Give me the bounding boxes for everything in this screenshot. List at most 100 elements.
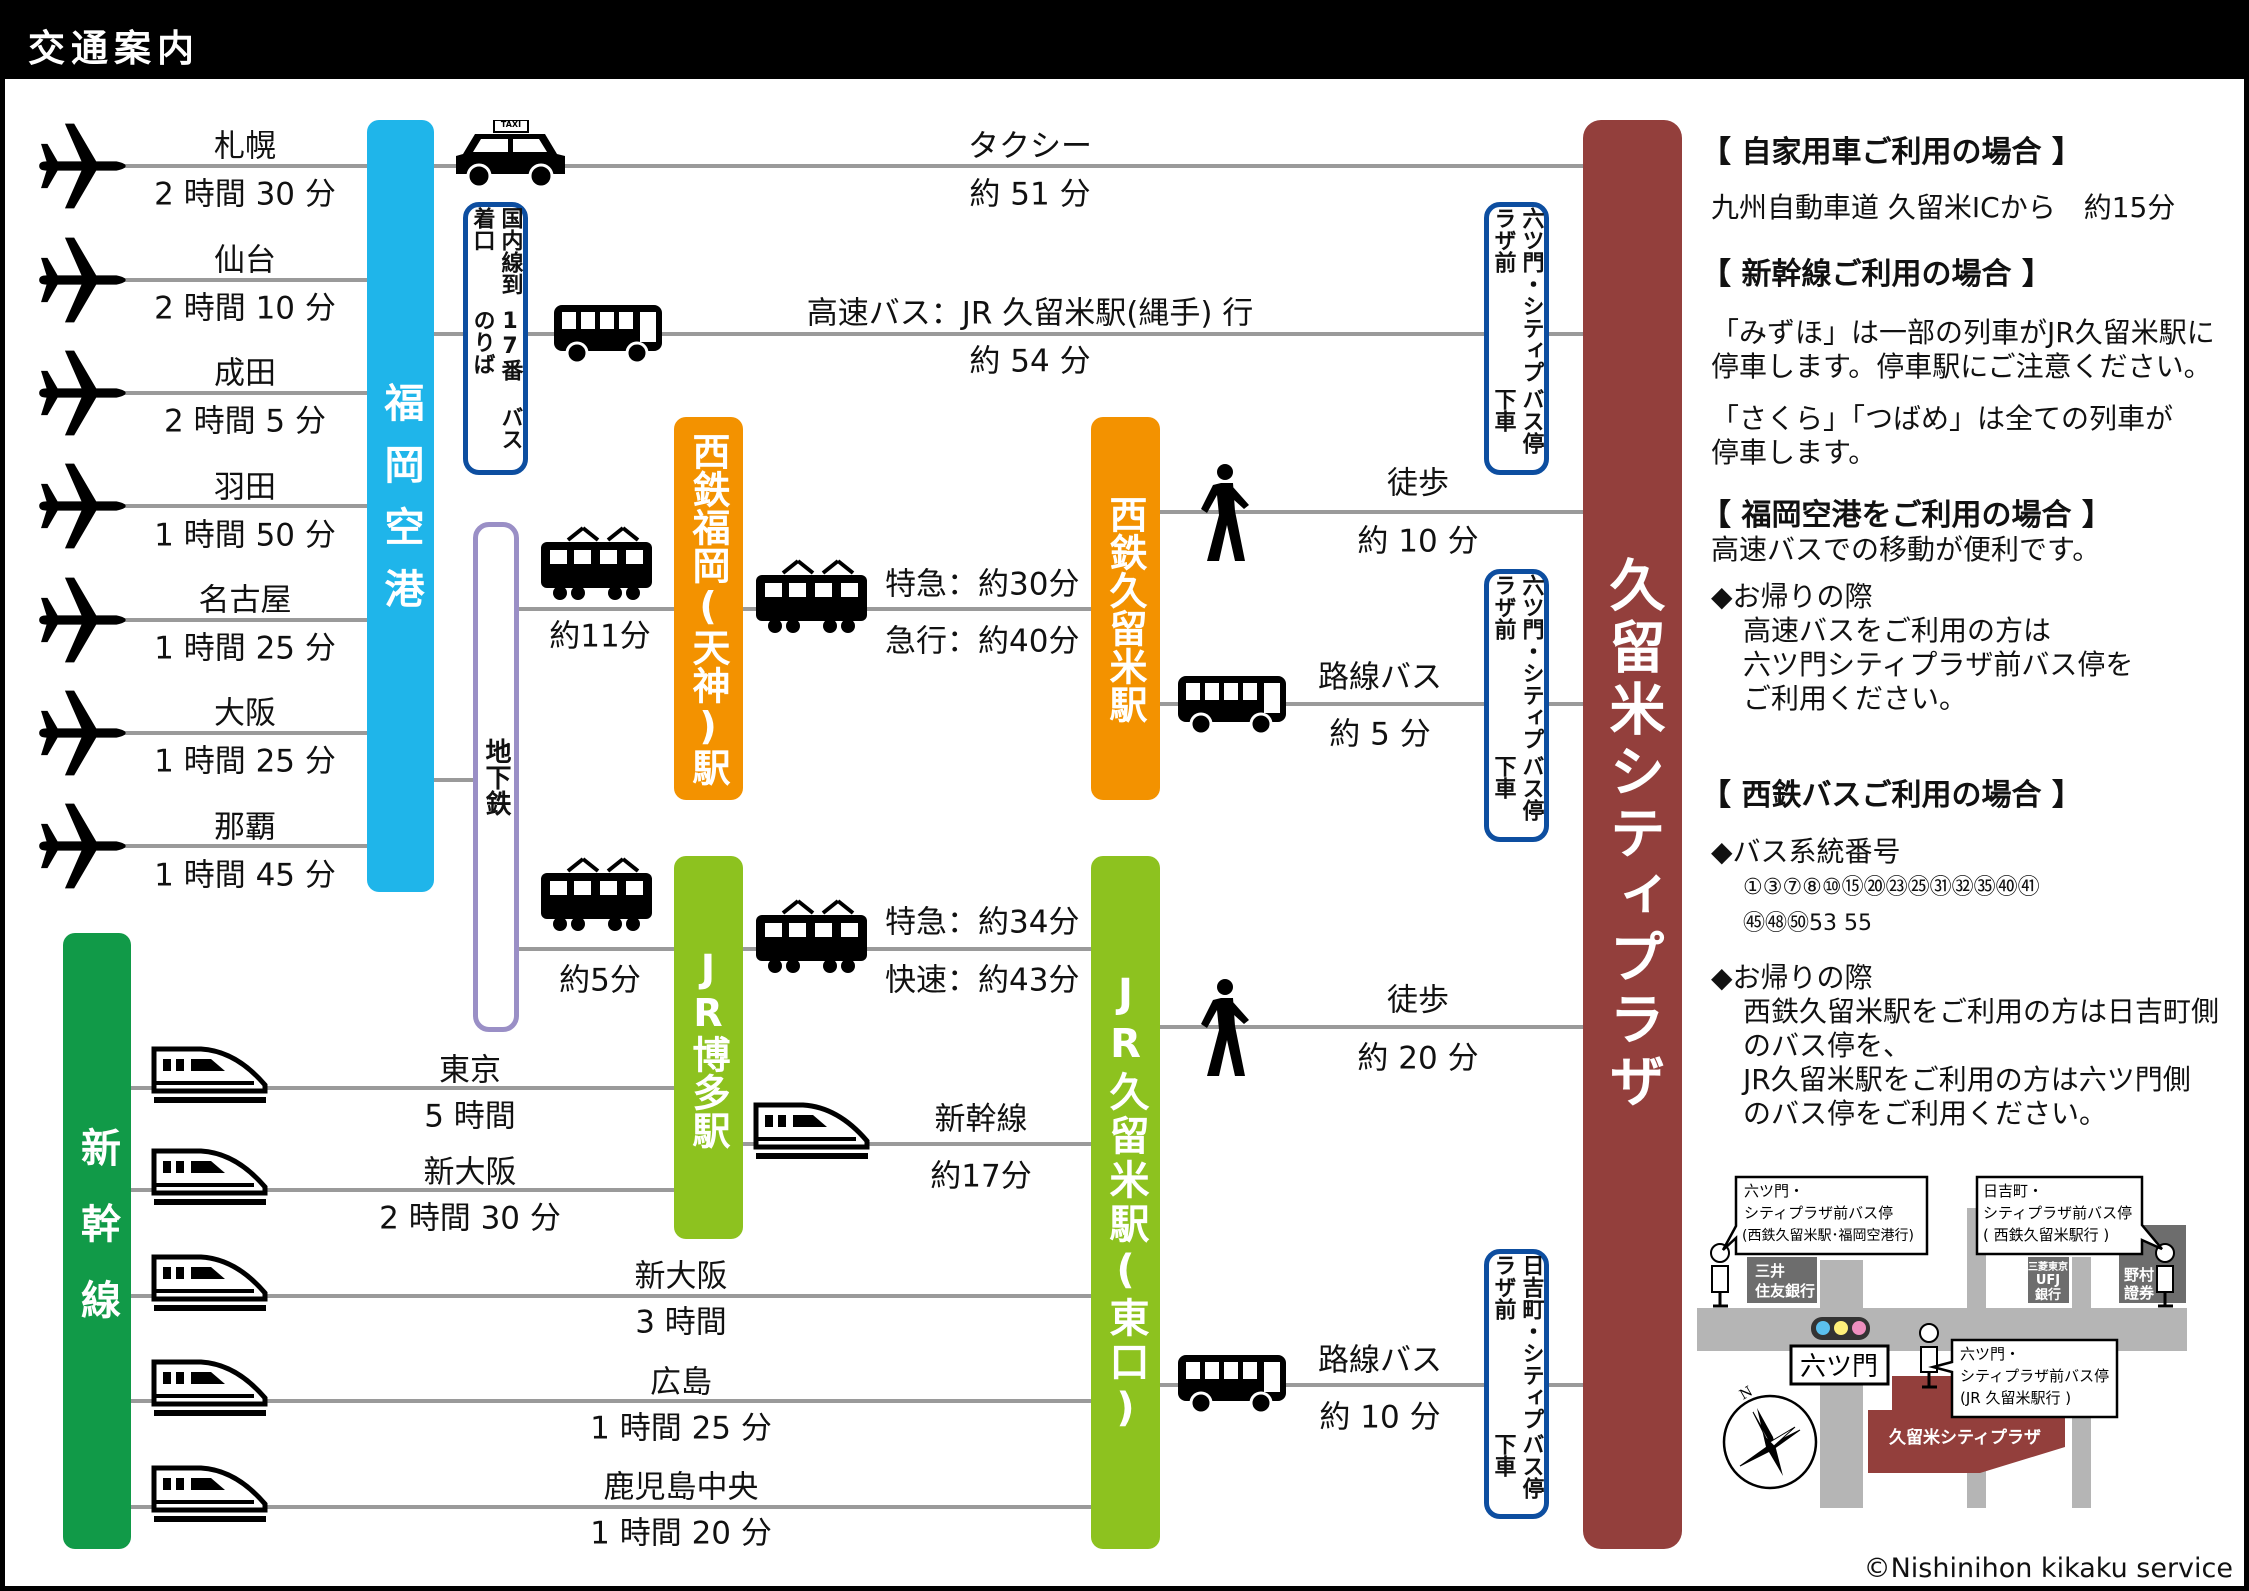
- section-heading: 【 福岡空港をご利用の場合 】: [1701, 498, 2112, 533]
- stop-line: 六ツ門・シティプラザ前: [1490, 207, 1544, 383]
- bank-label: 銀行: [2035, 1287, 2061, 1303]
- info-text: 「さくら」「つばめ」は全ての列車が: [1711, 402, 2174, 435]
- station-label: JR久留米駅(東口): [1102, 970, 1149, 1435]
- walk-label: 徒歩: [1387, 982, 1449, 1019]
- route-city: 鹿児島中央: [603, 1469, 759, 1506]
- flight-time: 1 時間 25 分: [154, 743, 336, 780]
- signal-light: [1852, 1321, 1866, 1335]
- route-city: 広島: [650, 1364, 712, 1401]
- shinkansen-local-line: [743, 1142, 1093, 1146]
- airplane-icon: [34, 800, 129, 892]
- info-airport: 【 福岡空港をご利用の場合 】 高速バスでの移動が便利です。 ◆お帰りの際 高速…: [1701, 499, 2133, 716]
- flight-line: [40, 164, 370, 168]
- subway-connector: [434, 778, 476, 782]
- jr-kurume-station: JR久留米駅(東口): [1091, 856, 1160, 1549]
- walk-label: 徒歩: [1387, 465, 1449, 502]
- airport-label: 福岡空港: [377, 382, 424, 630]
- stop-line: バス停下車: [1490, 387, 1544, 454]
- info-text: 高速バスでの移動が便利です。: [1711, 533, 2101, 566]
- shinkansen-icon: [151, 1463, 268, 1525]
- route-time: 1 時間 25 分: [590, 1410, 772, 1447]
- train-icon: [753, 899, 870, 974]
- plaza-label: 久留米シティプラザ: [1600, 555, 1665, 1114]
- airplane-icon: [34, 347, 129, 439]
- callout-text: (JR 久留米駅行 ): [1960, 1389, 2071, 1407]
- stop-line: 日吉町・シティプラザ前: [1490, 1254, 1544, 1430]
- nishitetsu-line: [743, 607, 1093, 611]
- shinkansen-icon: [151, 1252, 268, 1314]
- bank-block: [2028, 1257, 2069, 1303]
- bus-stop-box: 六ツ門・シティプラザ前バス停下車: [1484, 202, 1549, 475]
- walking-icon: [1199, 978, 1251, 1078]
- callout: [1928, 1338, 2119, 1419]
- jr-express-time: 特急：約34分: [885, 904, 1080, 941]
- bank-label: 證券: [2124, 1284, 2155, 1302]
- nishitetsu-fukuoka-station: 西鉄福岡(天神)駅: [674, 417, 743, 800]
- callout-text: 六ツ門・: [1744, 1182, 1804, 1200]
- compass-icon: N: [1722, 1383, 1818, 1490]
- info-text: 高速バスをご利用の方は: [1743, 614, 2052, 647]
- info-text: 九州自動車道 久留米ICから 約15分: [1711, 191, 2176, 224]
- intersection-label: 六ツ門: [1800, 1352, 1878, 1382]
- train-icon: [753, 559, 870, 634]
- shinkansen-icon: [151, 1146, 268, 1208]
- flight-line: [40, 391, 370, 395]
- flight-line: [40, 731, 370, 735]
- airplane-icon: [34, 574, 129, 666]
- airplane-icon: [34, 120, 129, 212]
- stop-line: バス停下車: [1490, 1432, 1544, 1499]
- flight-time: 1 時間 50 分: [154, 517, 336, 554]
- info-text: ◆お帰りの際: [1711, 961, 1873, 994]
- flight-city: 札幌: [214, 128, 276, 165]
- flight-city: 羽田: [214, 469, 276, 506]
- flight-city: 名古屋: [198, 582, 292, 619]
- callout-text: ( 西鉄久留米駅行 ): [1983, 1226, 2109, 1244]
- shinkansen-line: [131, 1086, 676, 1090]
- route-bus-label: 路線バス: [1318, 1342, 1442, 1379]
- header-bar: 交通案内: [0, 0, 2249, 79]
- bus-route-numbers: ①③⑦⑧⑩⑮⑳㉓㉕㉛㉜㉟㊵㊶: [1743, 875, 2040, 900]
- info-text: ご利用ください。: [1743, 682, 1968, 715]
- flight-line: [40, 504, 370, 508]
- flight-time: 1 時間 45 分: [154, 857, 336, 894]
- section-heading: 【 新幹線ご利用の場合 】: [1701, 257, 2052, 292]
- subway-hakata-line: [519, 947, 675, 951]
- signal-light: [1816, 1321, 1830, 1335]
- callout-text: シティプラザ前バス停: [1983, 1204, 2132, 1222]
- highway-bus-time: 約 54 分: [969, 343, 1091, 380]
- bus1-line: [1160, 702, 1584, 706]
- info-text: ◆バス系統番号: [1711, 835, 1901, 868]
- airplane-icon: [34, 687, 129, 779]
- walking-icon: [1199, 463, 1251, 563]
- shinkansen-icon: [753, 1100, 870, 1162]
- subway-box: 地下鉄: [473, 522, 519, 1032]
- walk1-line: [1160, 510, 1584, 514]
- nishitetsu-kurume-station: 西鉄久留米駅: [1091, 417, 1160, 800]
- bus-stop-box: 日吉町・シティプラザ前バス停下車: [1484, 1249, 1549, 1519]
- shinkansen-icon: [151, 1357, 268, 1419]
- bank-label: 住友銀行: [1755, 1282, 1815, 1300]
- taxi-sign-text: TAXI: [500, 120, 522, 129]
- bus-icon: [1176, 1353, 1291, 1415]
- info-shinkansen: 【 新幹線ご利用の場合 】 「みずほ」は一部の列車がJR久留米駅に 停車します。…: [1701, 258, 2215, 470]
- info-nishitetsu-bus: 【 西鉄バスご利用の場合 】 ◆バス系統番号 ①③⑦⑧⑩⑮⑳㉓㉕㉛㉜㉟㊵㊶ ㊺㊽…: [1701, 779, 2219, 1131]
- frame: [0, 76, 2249, 1591]
- subway-time: 約5分: [559, 962, 641, 999]
- info-car: 【 自家用車ご利用の場合 】 九州自動車道 久留米ICから 約15分: [1701, 136, 2175, 225]
- info-text: JR久留米駅をご利用の方は六ツ門側: [1743, 1063, 2191, 1096]
- taxi-label: タクシー: [968, 128, 1092, 165]
- section-heading: 【 自家用車ご利用の場合 】: [1701, 135, 2082, 170]
- kurume-city-plaza-bar: 久留米シティプラザ: [1583, 120, 1682, 1549]
- bus-stop-box: 六ツ門・シティプラザ前バス停下車: [1484, 569, 1549, 842]
- callout: [1721, 1175, 1929, 1256]
- callout-text: (西鉄久留米駅･福岡空港行): [1742, 1228, 1914, 1244]
- train-icon: [538, 526, 655, 601]
- subway-tenjin-line: [519, 607, 675, 611]
- info-text: 停車します。停車駅にご注意ください。: [1711, 350, 2212, 383]
- shinkansen-local-time: 約17分: [930, 1158, 1032, 1195]
- shinkansen-line: [131, 1188, 676, 1192]
- flight-city: 成田: [214, 355, 276, 392]
- info-text: ◆お帰りの際: [1711, 580, 1873, 613]
- info-text: のバス停をご利用ください。: [1743, 1097, 2108, 1130]
